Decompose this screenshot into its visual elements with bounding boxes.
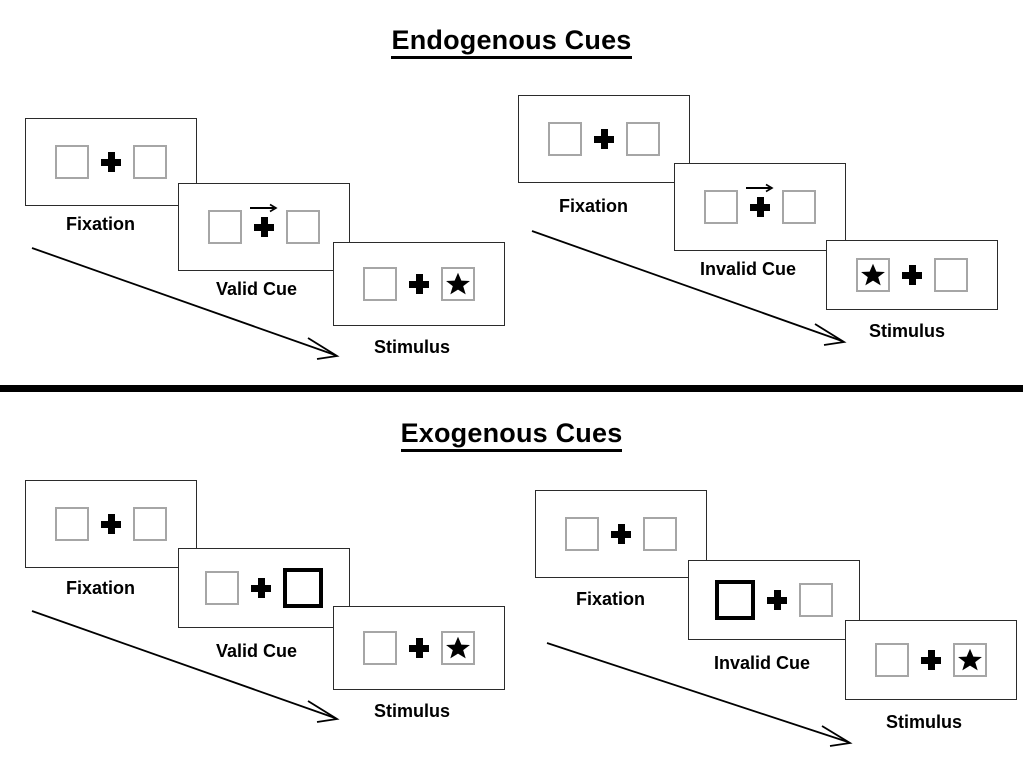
plus-icon: [101, 152, 121, 172]
caption-endogenous-valid-stimulus: Stimulus: [374, 337, 451, 357]
panel-endogenous-valid-cue[interactable]: [178, 183, 350, 271]
plus-icon: [409, 638, 429, 658]
panel-content: [26, 145, 196, 179]
right-placeholder-box: [643, 517, 677, 551]
panel-exogenous-invalid-stimulus[interactable]: [845, 620, 1017, 700]
panel-content: [846, 643, 1016, 677]
plus-icon: [921, 650, 941, 670]
right-placeholder-box: [133, 507, 167, 541]
right-placeholder-box: [133, 145, 167, 179]
panel-exogenous-invalid-cue[interactable]: [688, 560, 860, 640]
left-placeholder-box: [55, 507, 89, 541]
section-title-endogenous: Endogenous Cues: [0, 25, 1023, 59]
section-title-exogenous: Exogenous Cues: [0, 418, 1023, 452]
right-placeholder-box: [782, 190, 816, 224]
left-placeholder-box: [55, 145, 89, 179]
panel-content: [675, 183, 845, 224]
left-placeholder-box: [565, 517, 599, 551]
plus-icon: [594, 129, 614, 149]
panel-endogenous-invalid-fixation[interactable]: [518, 95, 690, 183]
panel-exogenous-valid-cue[interactable]: [178, 548, 350, 628]
left-placeholder-box: [856, 258, 890, 292]
panel-content: [827, 258, 997, 292]
time-flow-arrow-exogenous-invalid: [545, 640, 865, 755]
plus-icon: [101, 514, 121, 534]
left-placeholder-box: [363, 631, 397, 665]
star-icon: [445, 271, 471, 297]
panel-content: [334, 267, 504, 301]
panel-content: [179, 568, 349, 608]
caption-endogenous-invalid-stimulus: Stimulus: [869, 321, 946, 341]
right-placeholder-box: [286, 210, 320, 244]
left-placeholder-box: [704, 190, 738, 224]
panel-endogenous-invalid-cue[interactable]: [674, 163, 846, 251]
caption-exogenous-valid-fixation: Fixation: [66, 578, 136, 598]
caption-endogenous-invalid-cue: Invalid Cue: [700, 259, 797, 279]
right-placeholder-box: [441, 267, 475, 301]
plus-icon: [611, 524, 631, 544]
plus-icon: [746, 183, 774, 217]
panel-content: [536, 517, 706, 551]
arrow-right-icon: [745, 183, 775, 193]
panel-content: [519, 122, 689, 156]
panel-content: [689, 580, 859, 620]
left-placeholder-box-cued: [715, 580, 755, 620]
right-placeholder-box: [441, 631, 475, 665]
plus-icon: [250, 203, 278, 237]
panel-content: [334, 631, 504, 665]
caption-exogenous-invalid-cue: Invalid Cue: [714, 653, 811, 673]
left-placeholder-box: [875, 643, 909, 677]
panel-content: [179, 203, 349, 244]
panel-exogenous-valid-fixation[interactable]: [25, 480, 197, 568]
right-placeholder-box: [799, 583, 833, 617]
star-icon: [445, 635, 471, 661]
left-placeholder-box: [548, 122, 582, 156]
panel-exogenous-valid-stimulus[interactable]: [333, 606, 505, 690]
right-placeholder-box: [953, 643, 987, 677]
panel-endogenous-valid-stimulus[interactable]: [333, 242, 505, 326]
caption-exogenous-valid-cue: Valid Cue: [216, 641, 298, 661]
left-placeholder-box: [363, 267, 397, 301]
right-placeholder-box: [626, 122, 660, 156]
caption-exogenous-invalid-fixation: Fixation: [576, 589, 646, 609]
caption-exogenous-invalid-stimulus: Stimulus: [886, 712, 963, 732]
arrow-right-icon: [249, 203, 279, 213]
right-placeholder-box-cued: [283, 568, 323, 608]
left-placeholder-box: [205, 571, 239, 605]
caption-exogenous-valid-stimulus: Stimulus: [374, 701, 451, 721]
panel-content: [26, 507, 196, 541]
star-icon: [957, 647, 983, 673]
right-placeholder-box: [934, 258, 968, 292]
section-divider: [0, 385, 1023, 392]
caption-endogenous-invalid-fixation: Fixation: [559, 196, 629, 216]
left-placeholder-box: [208, 210, 242, 244]
plus-icon: [767, 590, 787, 610]
plus-icon: [902, 265, 922, 285]
panel-endogenous-valid-fixation[interactable]: [25, 118, 197, 206]
plus-icon: [409, 274, 429, 294]
caption-endogenous-valid-fixation: Fixation: [66, 214, 136, 234]
plus-icon: [251, 578, 271, 598]
panel-exogenous-invalid-fixation[interactable]: [535, 490, 707, 578]
panel-endogenous-invalid-stimulus[interactable]: [826, 240, 998, 310]
caption-endogenous-valid-cue: Valid Cue: [216, 279, 298, 299]
section-title-endogenous-text: Endogenous Cues: [391, 25, 632, 59]
section-title-exogenous-text: Exogenous Cues: [400, 418, 623, 452]
star-icon: [860, 262, 886, 288]
